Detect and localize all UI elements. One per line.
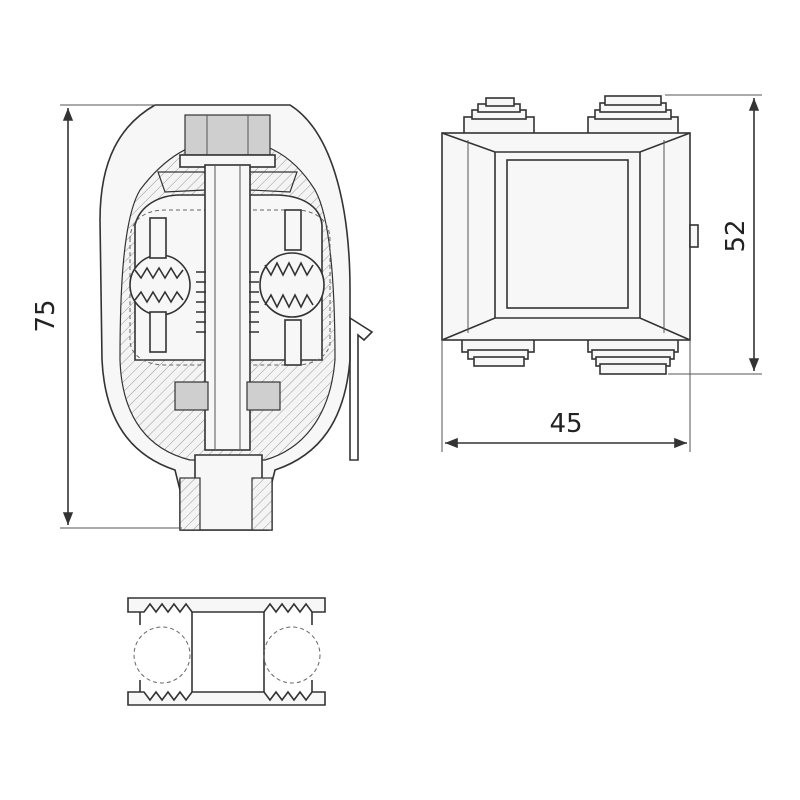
- dimension-height-front: 52: [665, 94, 762, 375]
- side-lever: [349, 316, 374, 461]
- height-side-label: 75: [31, 299, 61, 332]
- hex-nut: [184, 114, 271, 156]
- width-front-label: 45: [549, 409, 582, 439]
- contact-right: [259, 209, 325, 366]
- front-view: [441, 95, 699, 375]
- central-bolt: [204, 164, 251, 451]
- height-front-label: 52: [721, 219, 751, 252]
- contact-left: [129, 217, 191, 353]
- dimension-width-front: 45: [441, 340, 691, 452]
- spring: [196, 271, 259, 333]
- dimension-height-side: 75: [31, 104, 182, 529]
- front-window: [506, 159, 629, 309]
- contact-plate-detail: [127, 597, 326, 706]
- side-section-view: [99, 104, 374, 531]
